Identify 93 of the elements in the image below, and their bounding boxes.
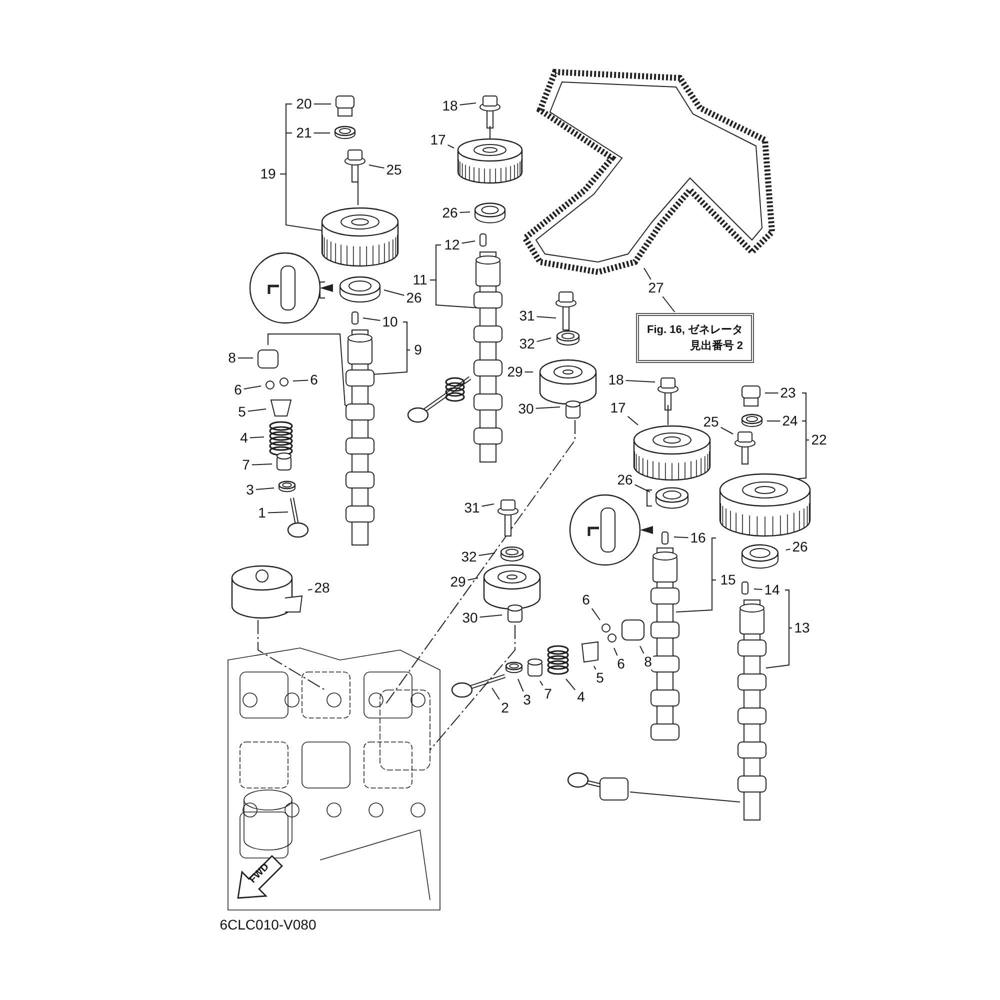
callout-number: 31 bbox=[463, 500, 481, 516]
leader-line bbox=[754, 588, 763, 590]
leader-line bbox=[247, 408, 266, 412]
callout-number: 19 bbox=[259, 166, 277, 182]
callout-number: 26 bbox=[405, 290, 423, 306]
callout-number: 6 bbox=[309, 372, 319, 388]
callout-number: 13 bbox=[793, 620, 811, 636]
callout-number: 3 bbox=[245, 482, 255, 498]
leader-line bbox=[313, 132, 330, 134]
callout-number: 7 bbox=[241, 458, 251, 472]
callout-number: 21 bbox=[295, 126, 313, 140]
callout-number: 22 bbox=[810, 432, 828, 448]
leader-line bbox=[614, 648, 618, 656]
callout-number: 29 bbox=[506, 364, 524, 380]
leader-line bbox=[662, 296, 676, 312]
leader-line bbox=[251, 464, 272, 466]
callout-number: 20 bbox=[295, 96, 313, 112]
callout-number: 3 bbox=[522, 692, 532, 708]
leader-line bbox=[479, 614, 502, 618]
leader-line bbox=[384, 290, 405, 296]
callout-number: 30 bbox=[461, 610, 479, 626]
leader-line bbox=[362, 318, 381, 322]
callout-number: 6 bbox=[616, 656, 626, 672]
leader-line bbox=[267, 512, 288, 514]
callout-number: 9 bbox=[413, 342, 423, 358]
callout-number: 25 bbox=[702, 414, 720, 430]
leader-line bbox=[674, 536, 689, 538]
callout-number: 7 bbox=[543, 686, 553, 702]
callout-number: 4 bbox=[239, 430, 249, 446]
leader-line bbox=[594, 666, 596, 670]
leader-line bbox=[536, 338, 552, 342]
callout-number: 26 bbox=[791, 540, 809, 554]
leader-line bbox=[255, 488, 274, 490]
callout-number: 18 bbox=[441, 98, 459, 114]
leader-line bbox=[566, 678, 576, 690]
callout-number: 32 bbox=[518, 336, 536, 352]
callout-number: 17 bbox=[429, 132, 447, 148]
callout-number: 27 bbox=[647, 280, 665, 296]
leader-line bbox=[478, 552, 496, 556]
leader-line bbox=[625, 380, 656, 382]
reference-box: Fig. 16, ゼネレータ見出番号 2 bbox=[636, 313, 754, 363]
callout-number: 26 bbox=[616, 472, 634, 488]
callout-number: 16 bbox=[689, 530, 707, 546]
leader-line bbox=[459, 102, 476, 106]
callout-number: 29 bbox=[449, 574, 467, 590]
callout-number: 17 bbox=[609, 400, 627, 416]
callout-number: 30 bbox=[517, 402, 535, 416]
leader-line bbox=[292, 380, 309, 382]
leader-line bbox=[591, 608, 600, 620]
callout-number: 6 bbox=[581, 592, 591, 608]
leader-line bbox=[644, 268, 652, 280]
callout-number: 25 bbox=[385, 162, 403, 178]
leader-line bbox=[492, 688, 500, 700]
leader-line bbox=[467, 578, 478, 581]
leader-line bbox=[640, 646, 644, 654]
callout-number: 32 bbox=[460, 550, 478, 564]
callout-number: 28 bbox=[313, 580, 331, 596]
callout-number: 15 bbox=[719, 572, 737, 588]
leader-line bbox=[368, 164, 385, 169]
callout-number: 1 bbox=[257, 506, 267, 520]
callout-number: 4 bbox=[576, 690, 586, 704]
callout-number: 10 bbox=[381, 314, 399, 330]
leader-line bbox=[249, 436, 264, 438]
leader-line bbox=[461, 240, 476, 244]
leader-line bbox=[518, 678, 524, 692]
leader-line bbox=[540, 680, 544, 686]
callout-number: 31 bbox=[518, 308, 536, 324]
callout-number: 24 bbox=[781, 414, 799, 428]
leader-line bbox=[786, 548, 791, 550]
callout-number: 8 bbox=[643, 654, 653, 670]
callout-number: 18 bbox=[607, 372, 625, 388]
leader-line bbox=[243, 386, 262, 390]
callout-number: 26 bbox=[441, 206, 459, 220]
callout-number: 5 bbox=[595, 670, 605, 686]
callout-number: 11 bbox=[412, 272, 428, 288]
leader-line bbox=[766, 420, 781, 422]
leader-line bbox=[459, 212, 470, 213]
leader-line bbox=[536, 316, 556, 318]
leader-line bbox=[720, 426, 734, 434]
leader-line bbox=[764, 392, 779, 394]
leader-line bbox=[627, 416, 638, 426]
callout-number: 14 bbox=[763, 582, 781, 598]
callout-number: 5 bbox=[237, 404, 247, 420]
callout-number: 2 bbox=[500, 700, 510, 716]
leader-line bbox=[634, 484, 650, 492]
callout-number: 23 bbox=[779, 386, 797, 400]
leader-line bbox=[308, 588, 313, 590]
leader-line bbox=[535, 406, 560, 409]
drawing-code: 6CLC010-V080 bbox=[218, 918, 318, 932]
leader-line bbox=[481, 504, 494, 507]
callout-number: 6 bbox=[233, 382, 243, 398]
callout-number: 8 bbox=[227, 350, 237, 366]
callout-number: 12 bbox=[443, 238, 461, 252]
